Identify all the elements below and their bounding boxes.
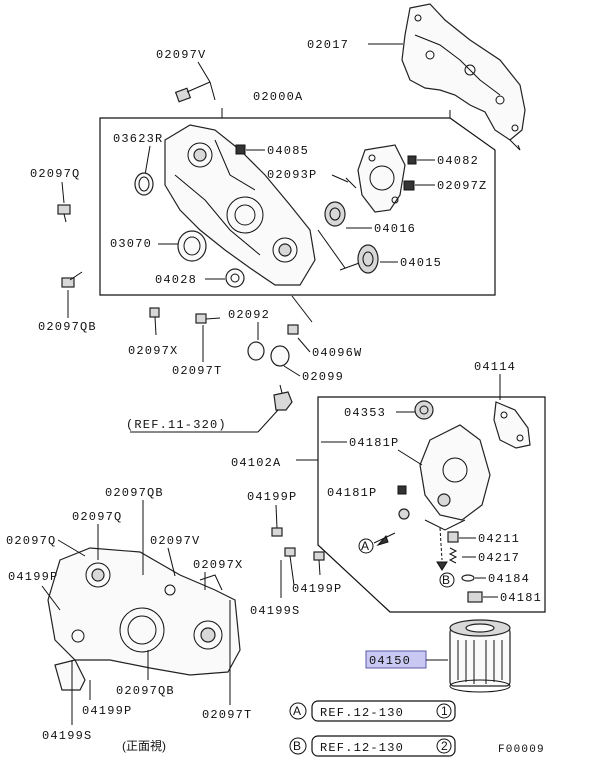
label-02097x-mid: 02097X	[128, 344, 178, 358]
plug-04211	[447, 531, 459, 543]
oring-02092	[247, 341, 265, 361]
label-04015: 04015	[400, 256, 442, 270]
label-02097v-top: 02097V	[156, 48, 206, 62]
label-04199s-mid: 04199S	[250, 604, 300, 618]
bracket-04114	[493, 401, 531, 449]
assembly-box-04102a	[317, 396, 546, 613]
oil-pressure-switch	[273, 384, 293, 411]
label-04217: 04217	[478, 551, 520, 565]
label-04199p-right: 04199P	[292, 582, 342, 596]
label-02097x-low: 02097X	[193, 558, 243, 572]
label-02097z: 02097Z	[437, 179, 487, 193]
oring-02099	[270, 345, 290, 367]
timing-cover-gasket-part	[401, 3, 526, 151]
label-04353: 04353	[344, 406, 386, 420]
bolt-04096w	[287, 324, 299, 335]
plug-04181p	[397, 485, 407, 495]
label-04016: 04016	[374, 222, 416, 236]
engine-front-view	[47, 547, 241, 691]
pump-body-part	[419, 424, 491, 531]
marker-a: A	[358, 532, 396, 554]
label-02097qb-low: 02097QB	[105, 486, 164, 500]
label-03623r: 03623R	[113, 132, 163, 146]
label-04028: 04028	[155, 273, 197, 287]
oil-pump-case-part	[164, 124, 316, 286]
bolt-04199p-right	[313, 551, 325, 576]
gear-04016	[324, 201, 346, 227]
bolt-04199s-mid	[284, 547, 296, 586]
assembly-box-02000a	[99, 117, 496, 296]
label-02097t-bottom: 02097T	[202, 708, 252, 722]
label-04181: 04181	[500, 591, 542, 605]
label-02000a: 02000A	[253, 90, 303, 104]
figure-code: F00009	[498, 744, 545, 756]
seal-03623r	[134, 172, 154, 196]
label-04211: 04211	[478, 532, 520, 546]
label-02099: 02099	[302, 370, 344, 384]
label-04199p-mid: 04199P	[247, 490, 297, 504]
label-02097v-low: 02097V	[150, 534, 200, 548]
svg-text:B: B	[442, 573, 450, 587]
label-04199p-bottom: 04199P	[82, 704, 132, 718]
label-02097qb-bottom: 02097QB	[116, 684, 175, 698]
spring-04217	[448, 547, 458, 564]
label-04102a: 04102A	[231, 456, 281, 470]
label-02097t-mid: 02097T	[172, 364, 222, 378]
bolt-02097x-mid	[149, 307, 160, 336]
label-02097q-left: 02097Q	[30, 167, 80, 181]
label-04181p-a: 04181P	[349, 436, 399, 450]
bolt-02097q-left	[57, 204, 71, 223]
marker-b: B	[436, 527, 455, 588]
label-02017: 02017	[307, 38, 349, 52]
label-04096w: 04096W	[312, 346, 362, 360]
label-04199s-bottom: 04199S	[42, 729, 92, 743]
label-04150: 04150	[369, 654, 411, 668]
bolt-02097qb-left	[61, 271, 83, 288]
pump-cover-plate-part	[357, 144, 406, 213]
svg-text:A: A	[361, 539, 369, 553]
bolt-02097t-mid	[195, 313, 221, 324]
washer-04184	[461, 574, 475, 582]
label-ref-11-320: (REF.11-320)	[126, 418, 227, 432]
gear-shaft-04015	[339, 244, 379, 274]
bolt-02097v-top	[174, 81, 211, 103]
label-04181p-b: 04181P	[327, 486, 377, 500]
label-04085: 04085	[267, 144, 309, 158]
label-04082: 04082	[437, 154, 479, 168]
bolt-04082	[407, 155, 417, 165]
bolt-02097z	[403, 180, 415, 191]
label-04184: 04184	[488, 572, 530, 586]
ref-a-text[interactable]: REF.12-130	[320, 706, 404, 720]
svg-text:A: A	[293, 704, 301, 718]
plug-04181	[467, 591, 483, 603]
ref-b-callout[interactable]: B REF.12-130 2	[289, 735, 456, 757]
label-front-view: (正面視)	[122, 738, 166, 753]
ball-part	[398, 508, 410, 520]
label-04114: 04114	[474, 360, 516, 374]
label-04199p-left: 04199P	[8, 570, 58, 584]
spring-04353	[414, 400, 434, 420]
svg-text:1: 1	[441, 704, 448, 718]
label-03070: 03070	[110, 237, 152, 251]
svg-text:B: B	[293, 739, 301, 753]
seal-04028	[225, 268, 245, 288]
ref-b-text[interactable]: REF.12-130	[320, 741, 404, 755]
label-02092: 02092	[228, 308, 270, 322]
label-02097q-low: 02097Q	[72, 510, 122, 524]
label-02093p: 02093P	[267, 168, 317, 182]
label-02097qb-left: 02097QB	[38, 320, 97, 334]
bolt-04085	[235, 144, 246, 155]
svg-text:2: 2	[441, 739, 448, 753]
label-02097q-low2: 02097Q	[6, 534, 56, 548]
bolt-04199p-mid	[271, 504, 283, 537]
ref-a-callout[interactable]: A REF.12-130 1	[289, 700, 456, 722]
seal-03070	[177, 230, 207, 262]
oil-filter-04150	[449, 619, 511, 693]
